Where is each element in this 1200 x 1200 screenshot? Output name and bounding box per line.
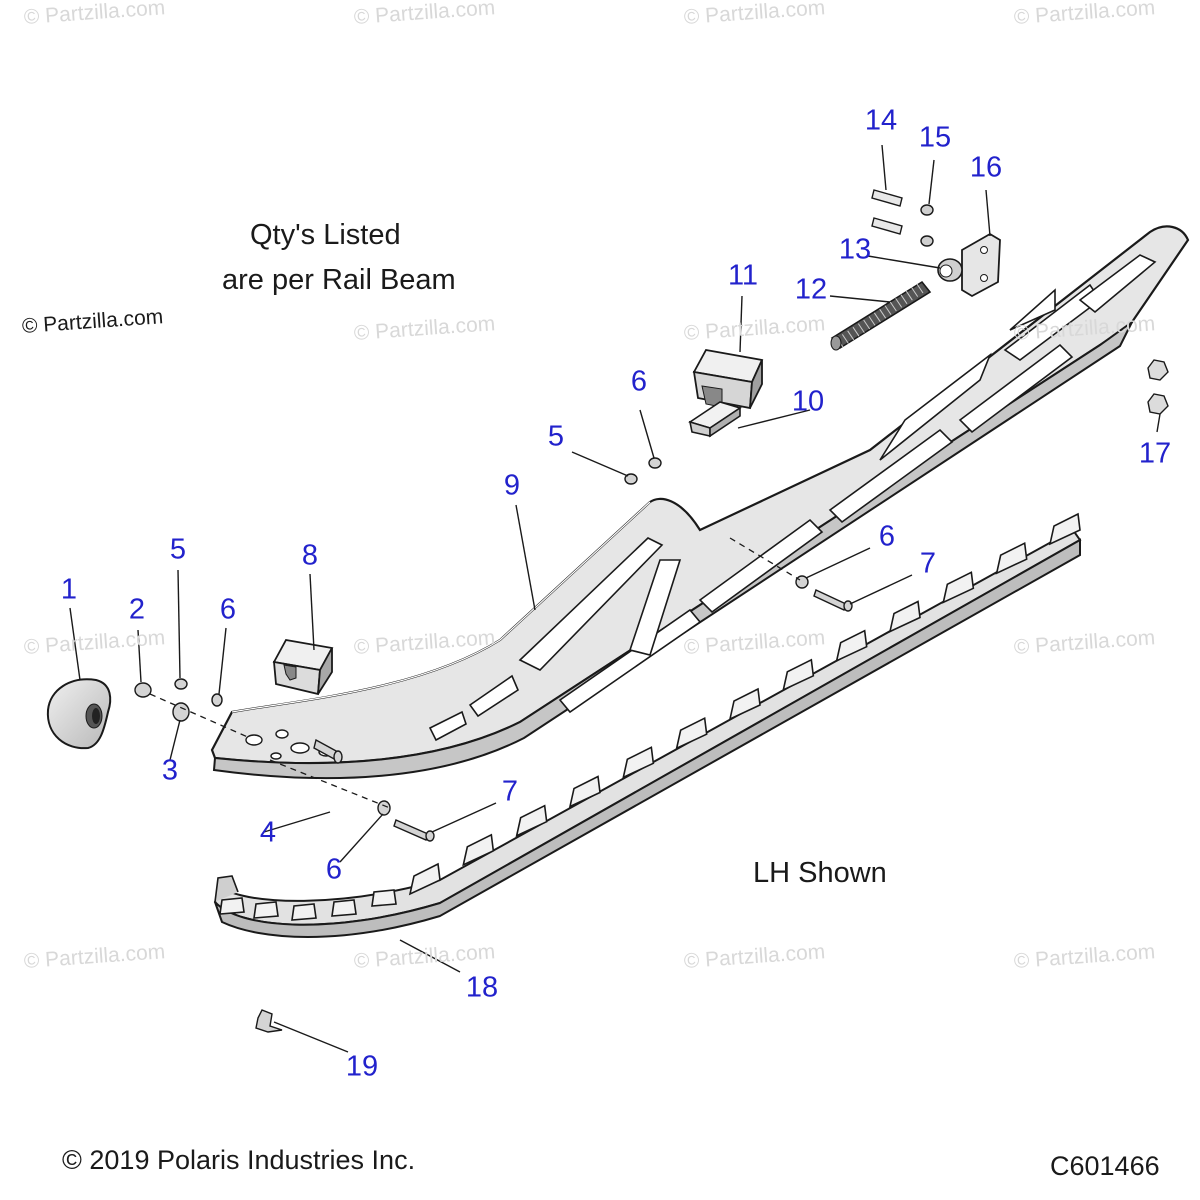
callout-16: 16: [969, 151, 1003, 184]
callout-15: 15: [918, 121, 952, 154]
callout-17: 17: [1138, 437, 1172, 470]
callout-6-mid: 6: [878, 520, 896, 553]
callout-10: 10: [791, 385, 825, 418]
callout-1: 1: [60, 573, 78, 606]
leader-lines: [69, 144, 1161, 1053]
bracket-16: [961, 232, 1001, 298]
bumper-part: [46, 678, 112, 750]
callout-3: 3: [161, 754, 179, 787]
callout-7: 7: [501, 775, 519, 808]
rail-beam: [210, 225, 1190, 780]
spacer-13: [937, 258, 963, 282]
qty-note-line-1: Qty's Listed: [250, 219, 401, 251]
threaded-rod: [830, 280, 932, 351]
bolts-14: [871, 189, 903, 235]
slider-block-10: [688, 401, 742, 438]
wear-block-8: [272, 639, 334, 696]
nuts-17: [1147, 359, 1169, 415]
wear-block-11: [692, 349, 764, 410]
callout-11: 11: [727, 259, 759, 292]
callout-5-upper: 5: [547, 420, 565, 453]
callout-6-lower: 6: [325, 853, 343, 886]
callout-19: 19: [345, 1050, 379, 1083]
callout-6: 6: [219, 593, 237, 626]
callout-14: 14: [864, 104, 898, 137]
alignment-lines: [149, 537, 801, 809]
callout-7-mid: 7: [919, 547, 937, 580]
copyright-text: © 2019 Polaris Industries Inc.: [62, 1145, 416, 1175]
lh-shown-note: LH Shown: [753, 857, 887, 889]
washers-15: [920, 204, 934, 247]
callout-12: 12: [794, 273, 828, 306]
slide-rail: [213, 512, 1082, 938]
callout-9: 9: [503, 469, 521, 502]
callout-18: 18: [465, 971, 499, 1004]
callout-4: 4: [259, 816, 277, 849]
diagram-code: C601466: [1050, 1151, 1160, 1181]
small-hardware: [134, 457, 853, 1033]
callout-2: 2: [128, 593, 146, 626]
qty-note-line-2: are per Rail Beam: [222, 264, 456, 296]
callout-8: 8: [301, 539, 319, 572]
callout-6-upper: 6: [630, 365, 648, 398]
callout-5: 5: [169, 533, 187, 566]
callout-13: 13: [838, 233, 872, 266]
